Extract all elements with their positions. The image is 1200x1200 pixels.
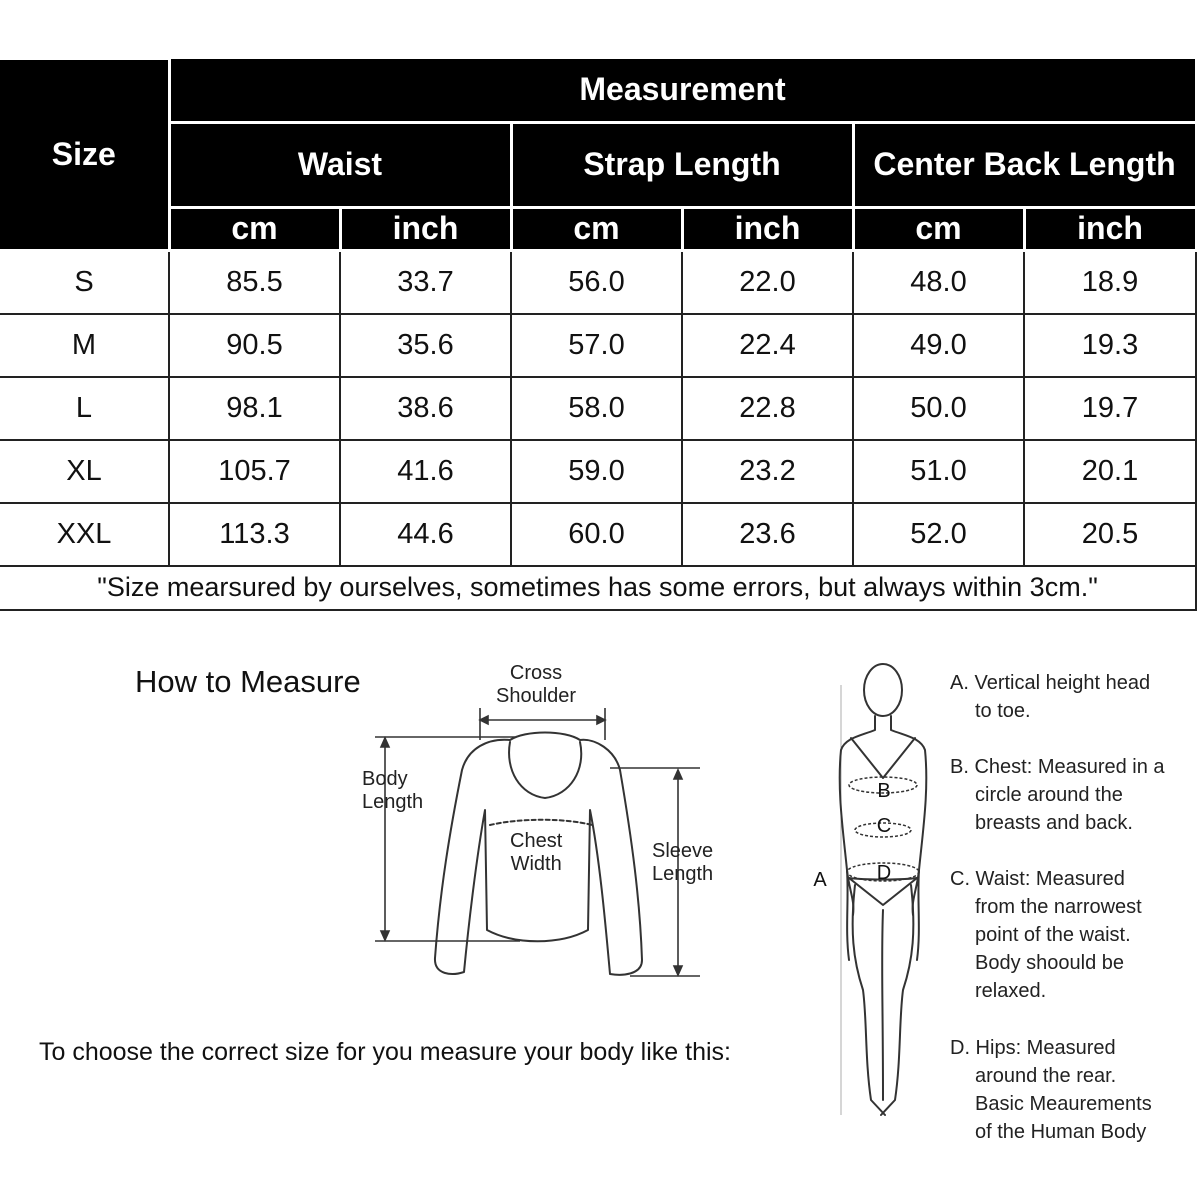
value-cell: 98.1 — [168, 375, 341, 441]
sweater-neckline — [508, 741, 583, 799]
table-row: M 90.5 35.6 57.0 22.4 49.0 19.3 — [0, 312, 1198, 378]
legs-outline — [851, 884, 915, 1116]
size-cell: XL — [0, 438, 170, 504]
chest-width-label: Chest Width — [510, 830, 563, 875]
value-cell: 44.6 — [339, 501, 512, 567]
hips-measure-line — [846, 862, 920, 882]
value-cell: 23.6 — [681, 501, 854, 567]
value-cell: 35.6 — [339, 312, 512, 378]
value-cell: 56.0 — [510, 249, 683, 315]
value-cell: 23.2 — [681, 438, 854, 504]
unit-header: inch — [1022, 205, 1198, 252]
table-row: L 98.1 38.6 58.0 22.8 50.0 19.7 — [0, 375, 1198, 441]
value-cell: 18.9 — [1022, 249, 1198, 315]
measurement-note: "Size mearsured by ourselves, sometimes … — [0, 564, 1198, 611]
description-a: A. Vertical height head to toe. — [950, 672, 1151, 722]
value-cell: 51.0 — [852, 438, 1025, 504]
size-cell: M — [0, 312, 170, 378]
unit-header: cm — [851, 205, 1026, 252]
value-cell: 59.0 — [510, 438, 683, 504]
value-cell: 58.0 — [510, 375, 683, 441]
size-cell: L — [0, 375, 170, 441]
value-cell: 52.0 — [852, 501, 1025, 567]
value-cell: 22.0 — [681, 249, 854, 315]
value-cell: 60.0 — [510, 501, 683, 567]
description-d: D. Hips: Measured around the rear. Basic… — [950, 1037, 1152, 1143]
center-back-length-header: Center Back Length — [851, 120, 1198, 209]
value-cell: 33.7 — [339, 249, 512, 315]
unit-header: cm — [509, 205, 684, 252]
value-cell: 85.5 — [168, 249, 341, 315]
value-cell: 41.6 — [339, 438, 512, 504]
marker-d: D — [877, 862, 891, 884]
value-cell: 90.5 — [168, 312, 341, 378]
choose-size-instruction: To choose the correct size for you measu… — [39, 1038, 731, 1066]
strap-length-header: Strap Length — [509, 120, 855, 209]
unit-header: inch — [338, 205, 513, 252]
head-outline — [863, 663, 903, 717]
value-cell: 20.1 — [1022, 438, 1198, 504]
table-row: S 85.5 33.7 56.0 22.0 48.0 18.9 — [0, 249, 1198, 315]
value-cell: 22.4 — [681, 312, 854, 378]
body-length-label: Body Length — [362, 768, 424, 813]
value-cell: 57.0 — [510, 312, 683, 378]
sweater-chest-line — [489, 818, 593, 826]
unit-header: inch — [680, 205, 855, 252]
size-chart-table: Size Measurement Waist Strap Length Cent… — [0, 57, 1198, 611]
size-cell: XXL — [0, 501, 170, 567]
measurement-header: Measurement — [167, 58, 1198, 124]
size-cell: S — [0, 249, 170, 315]
sweater-outline — [433, 731, 643, 976]
value-cell: 50.0 — [852, 375, 1025, 441]
table-row: XL 105.7 41.6 59.0 23.2 51.0 20.1 — [0, 438, 1198, 504]
chest-measure-line — [848, 776, 918, 794]
how-to-measure-title: How to Measure — [135, 664, 361, 699]
sweater-measurement-diagram — [375, 708, 700, 977]
size-header: Size — [0, 57, 171, 252]
value-cell: 105.7 — [168, 438, 341, 504]
description-c: C. Waist: Measured from the narrowest po… — [950, 868, 1142, 1002]
value-cell: 20.5 — [1022, 501, 1198, 567]
marker-b: B — [877, 780, 890, 802]
table-row: XXL 113.3 44.6 60.0 23.6 52.0 20.5 — [0, 501, 1198, 567]
sleeve-length-label: Sleeve Length — [652, 840, 714, 885]
value-cell: 22.8 — [681, 375, 854, 441]
value-cell: 48.0 — [852, 249, 1025, 315]
value-cell: 113.3 — [168, 501, 341, 567]
description-b: B. Chest: Measured in a circle around th… — [950, 756, 1165, 834]
marker-c: C — [877, 815, 891, 837]
value-cell: 19.7 — [1022, 375, 1198, 441]
value-cell: 38.6 — [339, 375, 512, 441]
body-outline — [838, 715, 928, 961]
unit-header: cm — [167, 205, 342, 252]
bikini-top — [850, 737, 916, 779]
marker-a: A — [813, 869, 827, 891]
body-figure-diagram: B C D A — [813, 663, 928, 1116]
waist-measure-line — [854, 822, 912, 838]
value-cell: 49.0 — [852, 312, 1025, 378]
value-cell: 19.3 — [1022, 312, 1198, 378]
cross-shoulder-label: Cross Shoulder — [496, 662, 577, 707]
waist-header: Waist — [167, 120, 513, 209]
